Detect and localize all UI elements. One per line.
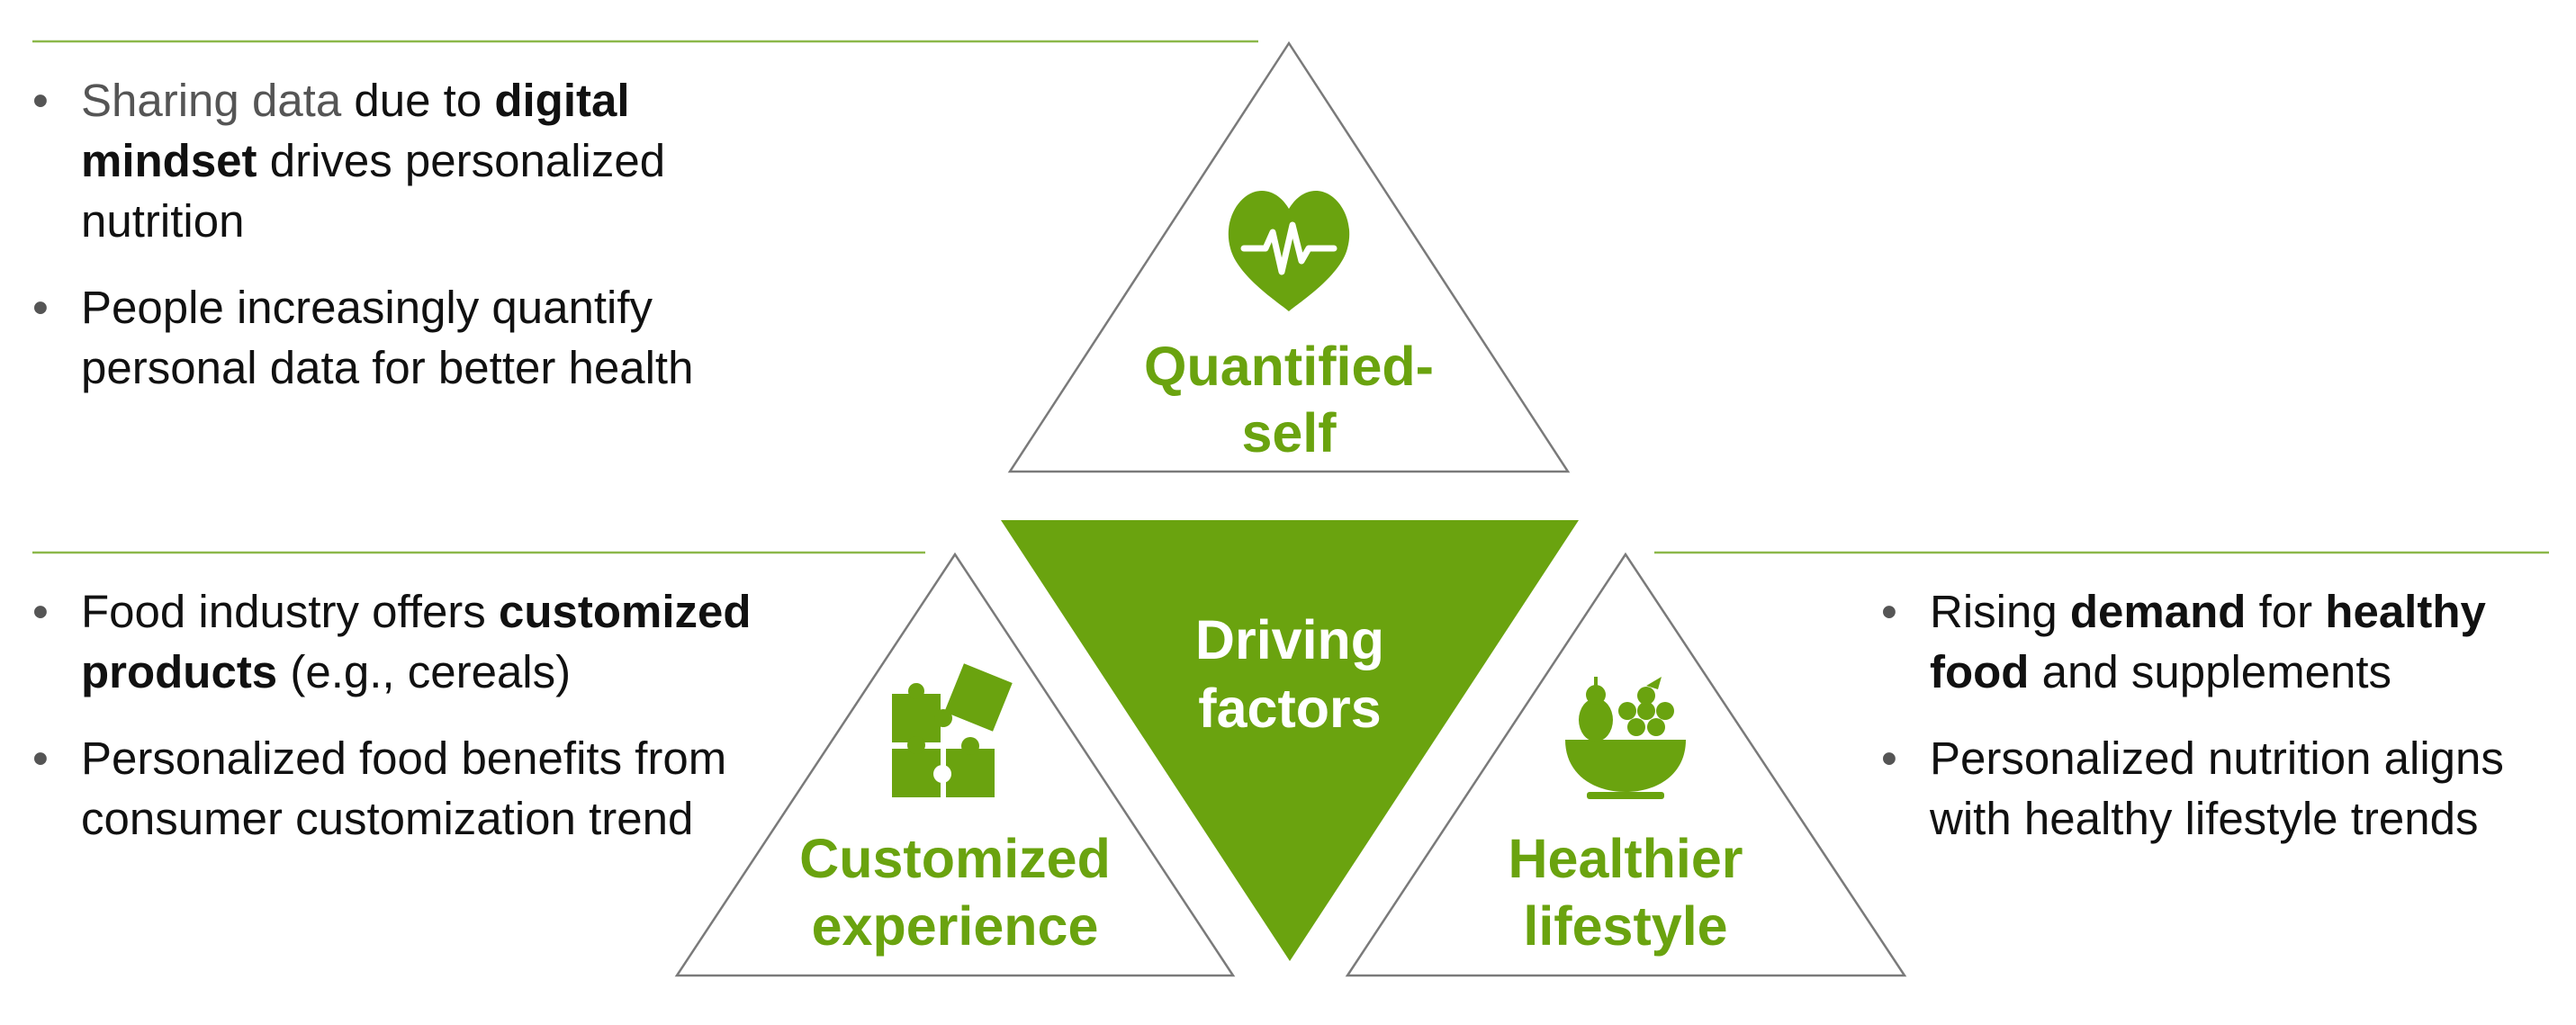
puzzle-icon xyxy=(892,663,1013,797)
bullet-item: Personalized nutrition aligns with healt… xyxy=(1881,728,2576,849)
heart-pulse-icon xyxy=(1228,191,1350,311)
quantified-self-label-line1: Quantified- xyxy=(1144,336,1434,397)
bullet-text-part: Sharing data xyxy=(81,75,342,126)
bullet-item: Sharing data due to digital mindset driv… xyxy=(32,70,752,251)
customized-experience-label-line2: experience xyxy=(812,895,1099,957)
bullet-item: Food industry offers customized products… xyxy=(32,581,752,702)
center-label-line1: Driving xyxy=(1195,609,1384,670)
customized-experience-label-line1: Customized xyxy=(799,828,1111,889)
bullet-text-part: for xyxy=(2246,586,2326,637)
center-label-line2: factors xyxy=(1198,678,1381,739)
bullet-text-part: drives personalized nutrition xyxy=(81,135,666,247)
bullet-text-part: Food industry offers xyxy=(81,586,499,637)
bullet-text-emphasis: demand xyxy=(2069,586,2247,637)
bullet-text-part: and supplements xyxy=(2029,646,2392,697)
bullet-text-emphasis: healthy food xyxy=(1930,586,2486,697)
bullet-text: Personalized food benefits from consumer… xyxy=(81,733,727,844)
bullet-item: Personalized food benefits from consumer… xyxy=(32,728,752,849)
bullets-quantified-self: Sharing data due to digital mindset driv… xyxy=(32,70,752,424)
bullet-item: People increasingly quantify personal da… xyxy=(32,277,752,398)
healthier-lifestyle-label-line1: Healthier xyxy=(1508,828,1743,889)
bullet-text-part: due to xyxy=(341,75,495,126)
bullet-text-emphasis: customized products xyxy=(81,586,752,697)
bullet-text-part: Rising xyxy=(1930,586,2070,637)
healthier-lifestyle-label-line2: lifestyle xyxy=(1523,895,1727,957)
bullet-text-emphasis: digital mindset xyxy=(81,75,630,186)
bullet-text-part: (e.g., cereals) xyxy=(277,646,572,697)
bullet-text: Personalized nutrition aligns with healt… xyxy=(1930,733,2504,844)
fruit-bowl-icon xyxy=(1565,677,1686,799)
triangle-driving-factors xyxy=(1001,520,1579,961)
bullet-text: People increasingly quantify personal da… xyxy=(81,282,694,393)
bullets-healthier-lifestyle: Rising demand for healthy food and suppl… xyxy=(1881,581,2576,875)
bullets-customized-experience: Food industry offers customized products… xyxy=(32,581,752,875)
quantified-self-label-line2: self xyxy=(1241,402,1337,463)
bullet-item: Rising demand for healthy food and suppl… xyxy=(1881,581,2576,702)
